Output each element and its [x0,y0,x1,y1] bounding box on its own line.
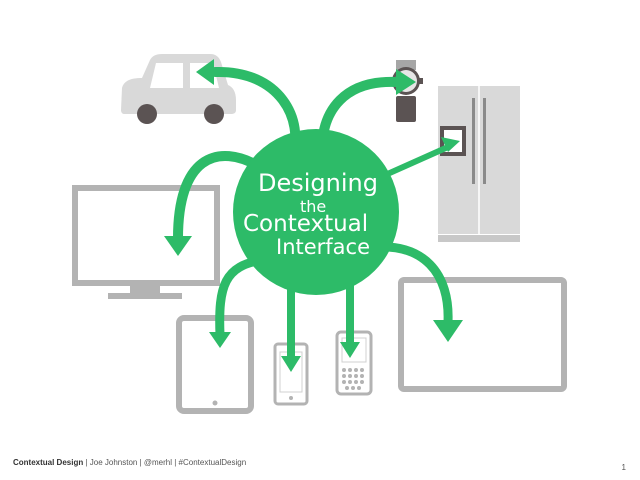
hub-title-line2: the [300,197,326,216]
footer-separator: | [83,458,90,467]
footer-handle: @merhl [143,458,173,467]
footer-title: Contextual Design [13,458,84,467]
footer-hashtag: #ContextualDesign [178,458,247,467]
page-number: 1 [621,463,626,472]
arrowhead-monitor [164,236,192,256]
slide-footer: Contextual Design | Joe Johnston | @merh… [13,458,246,467]
car-icon [121,54,236,124]
arrowhead-phone [281,356,301,372]
footer-separator: | [172,458,179,467]
tablet-icon [176,315,254,414]
arm-tablet [215,255,267,340]
desktop-monitor-icon [72,185,220,299]
large-display-icon [398,277,567,392]
hub-title-line1: Designing [258,169,378,197]
arrowhead-display [433,320,463,342]
arrowhead-fridge [441,137,460,152]
footer-separator: | [137,458,144,467]
hub-title-line3: Contextual [243,211,368,237]
arrowhead-tablet [209,332,231,348]
central-hub: Designing the Contextual Interface [233,129,399,295]
arrowhead-watch [396,69,416,95]
arrowheads [164,59,463,372]
arm-monitor [173,151,267,243]
footer-author: Joe Johnston [89,458,138,467]
arrowhead-keyboard-phone [340,342,360,358]
refrigerator-icon [438,86,520,242]
hub-title-line4: Interface [276,235,370,259]
arrowhead-car [196,59,214,85]
